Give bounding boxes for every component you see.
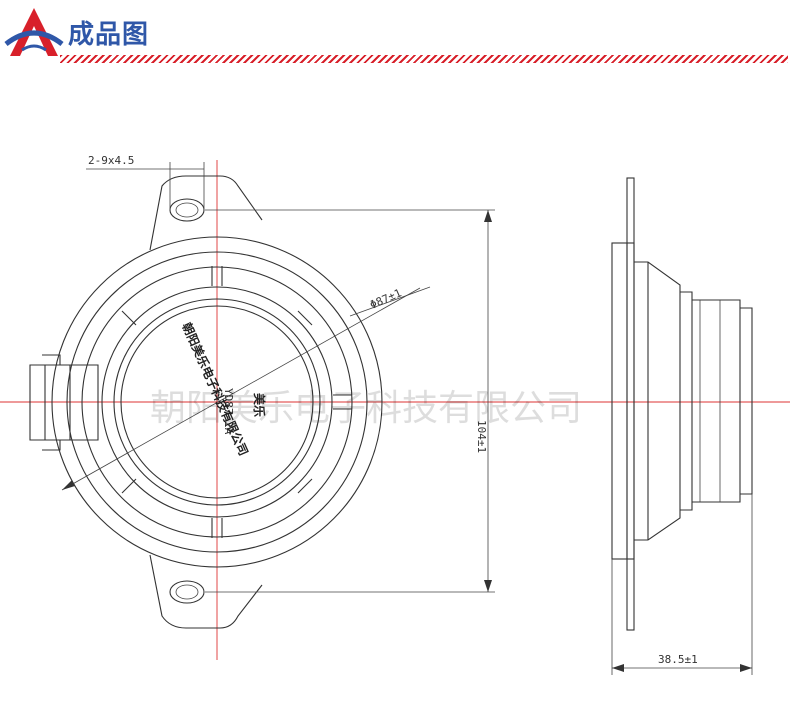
bottom-mounting-lug [149, 554, 263, 629]
frame-ribs [121, 266, 352, 538]
page-title: 成品图 [68, 20, 150, 50]
hole-dimension: 2-9x4.5 [88, 154, 134, 167]
logo-icon [4, 8, 64, 56]
bottom-mounting-hole [169, 580, 205, 604]
header-hatch-divider [60, 55, 788, 63]
diameter-dimension: Φ87±1 [368, 286, 404, 311]
watermark: 朝阳美乐电子科技有限公司 [150, 388, 582, 429]
depth-dimension: 38.5±1 [658, 653, 698, 666]
height-dimension: 104±1 [475, 420, 488, 453]
diameter-leader [61, 287, 421, 491]
model-label: YD87-2A [222, 388, 235, 435]
top-mounting-hole [169, 198, 205, 222]
label-ring [120, 305, 314, 499]
header: 成品图 [0, 0, 790, 66]
top-mounting-lug [149, 175, 263, 251]
brand-label: 美乐 [252, 393, 267, 417]
side-view [611, 177, 753, 631]
outer-frame-ring [51, 236, 383, 568]
terminal-connector [29, 354, 99, 451]
